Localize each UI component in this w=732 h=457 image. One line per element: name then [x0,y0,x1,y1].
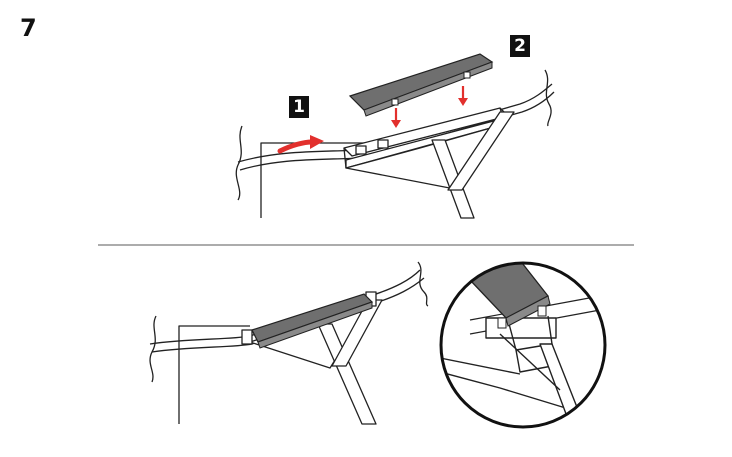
desk-outline-bottom [178,325,250,424]
cable-break-right-bottom [417,261,429,307]
top-assembly [235,69,555,219]
holder-clip [355,145,367,155]
down-arrow-icon [391,86,468,128]
cable-break-left [235,125,243,201]
leg-front-top [431,139,475,219]
step-badge-1: 1 [289,96,309,118]
step-number: 7 [20,14,37,42]
holder-clip [377,139,389,149]
cable-break-left-bottom [149,315,157,383]
magnifier-detail-circle [439,261,607,429]
leg-back-top [447,111,515,191]
step-badge-2: 2 [510,35,530,57]
cable-break-right [544,69,552,127]
cable-cover-installed [251,293,374,349]
bottom-assembly [149,261,429,425]
desk-outline-top [260,142,370,218]
curved-right-arrow-icon [277,135,324,154]
leg-back-bottom [331,299,383,367]
cable-cover-top [348,53,494,117]
